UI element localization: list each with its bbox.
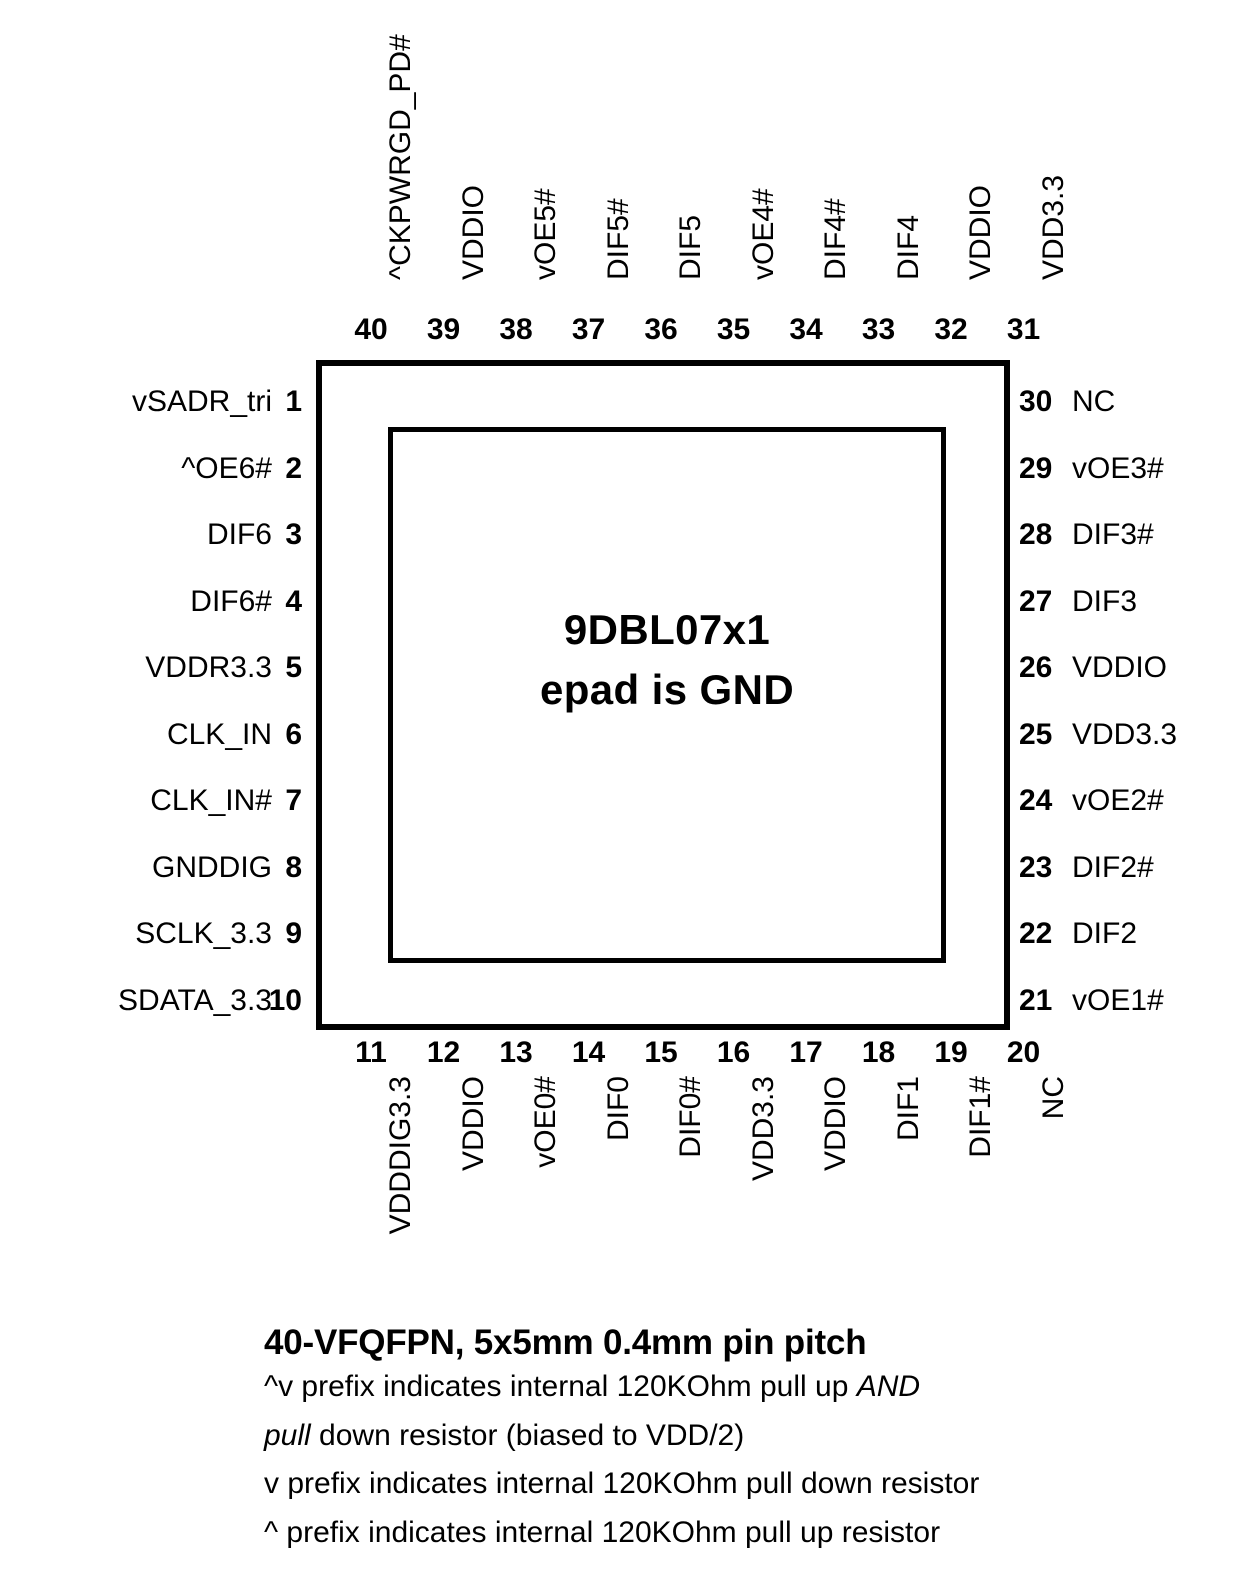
pin-label-slot-32: VDDIO [915, 10, 997, 310]
pin-label-8: GNDDIG [152, 850, 272, 884]
note-text-b: down resistor (biased to VDD/2) [310, 1418, 745, 1452]
pin-label-20: NC [1036, 1076, 1070, 1120]
pin-number-23: 23 [1019, 850, 1053, 884]
pin-label-slot-36: DIF5 [625, 10, 707, 310]
pin-number-14: 14 [571, 1036, 606, 1069]
pin-number-29: 29 [1019, 451, 1053, 485]
pin-label-slot-31: VDD3.3 [988, 10, 1070, 310]
pin-number-33: 33 [861, 313, 896, 346]
pin-number-21: 21 [1019, 983, 1053, 1017]
pin-number-32: 32 [934, 313, 968, 346]
pin-label-29: vOE3# [1072, 451, 1164, 485]
pin-number-24: 24 [1019, 784, 1053, 817]
pin-label-5: VDDR3.3 [145, 651, 272, 684]
pin-number-2: 2 [285, 451, 302, 485]
pin-number-35: 35 [716, 313, 751, 346]
pin-number-39: 39 [426, 313, 461, 346]
package-spec: 40-VFQFPN, 5x5mm 0.4mm pin pitch [264, 1323, 867, 1362]
pin-label-slot-34: DIF4# [770, 10, 852, 310]
pin-number-10: 10 [268, 983, 302, 1017]
pin-number-37: 37 [571, 313, 606, 346]
pin-number-7: 7 [285, 784, 302, 817]
pin-number-25: 25 [1019, 717, 1053, 751]
pin-number-40: 40 [354, 313, 388, 346]
pin-label-7: CLK_IN# [150, 784, 272, 817]
pin-label-31: VDD3.3 [1036, 174, 1070, 280]
pin-number-18: 18 [861, 1036, 896, 1069]
pin-number-5: 5 [285, 651, 302, 684]
pin-label-slot-40: ^CKPWRGD_PD# [335, 10, 417, 310]
pin-label-23: DIF2# [1072, 850, 1154, 884]
pin-number-4: 4 [285, 584, 302, 618]
pin-number-28: 28 [1019, 518, 1053, 551]
pin-number-13: 13 [499, 1036, 533, 1069]
pin-label-25: VDD3.3 [1072, 717, 1178, 751]
pin-number-11: 11 [355, 1036, 387, 1069]
pin-number-8: 8 [285, 850, 302, 884]
footer-notes: 40-VFQFPN, 5x5mm 0.4mm pin pitch ^v pref… [264, 1322, 1164, 1558]
note-pullup-and-pulldown-2: pull down resistor (biased to VDD/2) [264, 1412, 1164, 1461]
pin-number-22: 22 [1019, 917, 1053, 950]
note-pullup: ^ prefix indicates internal 120KOhm pull… [264, 1516, 941, 1550]
pin-number-27: 27 [1019, 584, 1053, 618]
note-emphasis-and: AND [856, 1370, 921, 1404]
pin-label-27: DIF3 [1072, 584, 1138, 618]
pin-label-2: ^OE6# [181, 451, 272, 485]
pin-label-6: CLK_IN [166, 717, 272, 751]
note-pulldown: v prefix indicates internal 120KOhm pull… [264, 1467, 980, 1501]
part-designation: 9DBL07x1 epad is GND [388, 600, 946, 719]
pin-number-31: 31 [1006, 313, 1041, 346]
pin-label-slot-35: vOE4# [698, 10, 780, 310]
pin-label-slot-38: vOE5# [480, 10, 562, 310]
note-emphasis-pull: pull [264, 1418, 311, 1452]
pin-label-26: VDDIO [1072, 651, 1168, 684]
pin-label-24: vOE2# [1072, 784, 1164, 817]
pin-number-26: 26 [1019, 651, 1053, 684]
pin-number-34: 34 [789, 313, 823, 346]
pin-number-19: 19 [934, 1036, 968, 1069]
pin-number-9: 9 [285, 917, 302, 950]
pin-number-3: 3 [285, 518, 302, 551]
note-pullup-and-pulldown-1: ^v prefix indicates internal 120KOhm pul… [264, 1363, 1164, 1412]
part-number: 9DBL07x1 [563, 606, 771, 653]
pin-number-1: 1 [285, 385, 302, 418]
pin-label-1: vSADR_tri [131, 385, 272, 418]
pin-number-20: 20 [1006, 1036, 1041, 1069]
pin-number-15: 15 [644, 1036, 678, 1069]
pin-label-4: DIF6# [190, 584, 272, 618]
pin-number-12: 12 [426, 1036, 461, 1069]
pin-number-6: 6 [285, 717, 302, 751]
pin-label-30: NC [1072, 385, 1116, 418]
pin-label-10: SDATA_3.3 [118, 983, 272, 1017]
pin-number-17: 17 [789, 1036, 823, 1069]
pin-number-36: 36 [644, 313, 678, 346]
pin-label-slot-39: VDDIO [408, 10, 490, 310]
pin-label-21: vOE1# [1072, 983, 1164, 1017]
exposed-pad-outline [388, 427, 946, 963]
note-text-a: ^v prefix indicates internal 120KOhm pul… [264, 1370, 857, 1404]
pin-label-22: DIF2 [1072, 917, 1138, 950]
pin-label-3: DIF6 [206, 518, 272, 551]
pin-label-slot-37: DIF5# [553, 10, 635, 310]
epad-note: epad is GND [539, 665, 795, 713]
pin-label-28: DIF3# [1072, 518, 1154, 551]
pin-number-30: 30 [1019, 385, 1053, 418]
pin-number-16: 16 [716, 1036, 751, 1069]
pin-label-slot-33: DIF4 [843, 10, 925, 310]
pin-label-9: SCLK_3.3 [135, 917, 272, 950]
pin-number-38: 38 [499, 313, 533, 346]
